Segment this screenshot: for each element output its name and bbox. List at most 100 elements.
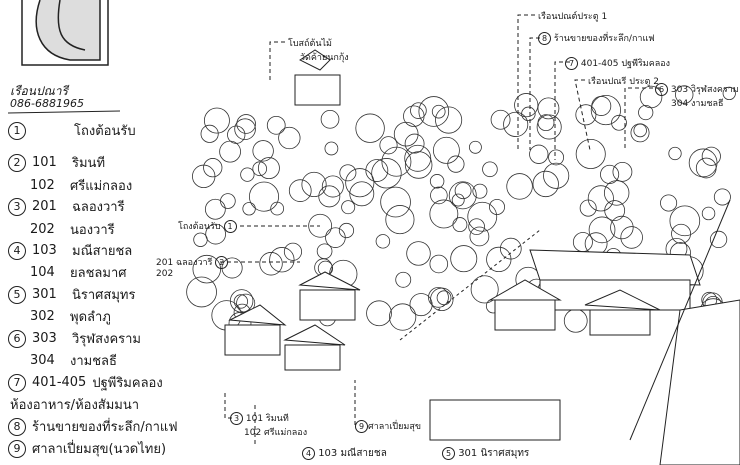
room-code: 304 (30, 353, 55, 368)
tree-icon (355, 113, 385, 143)
tree-icon (380, 186, 411, 218)
marker-circle: 2 (215, 256, 229, 269)
tree-icon (543, 162, 570, 189)
marker-circle: 5 (8, 285, 26, 304)
room-code: 102 (30, 178, 55, 193)
tree-icon (220, 193, 236, 209)
tree-icon (572, 232, 593, 253)
label-text: โถงต้อนรับ (178, 222, 221, 232)
tree-icon (379, 136, 398, 155)
tree-icon (472, 183, 488, 199)
tree-icon (283, 242, 303, 261)
marker-circle: 5 (442, 447, 455, 460)
tree-icon (393, 121, 419, 147)
tree-icon (388, 303, 417, 331)
label-temple-line1: โบสถ์ต้นไม้ (288, 39, 332, 49)
tree-icon (701, 146, 721, 166)
label-riverside: 7 401-405 ปฐพีริมคลอง (565, 56, 670, 70)
label-text: 201 ฉลองวารี (156, 258, 213, 268)
tree-icon (630, 123, 650, 143)
tree-icon (203, 107, 230, 134)
tree-icon (203, 158, 223, 178)
room-code: 103 (32, 243, 57, 258)
tree-icon (612, 161, 633, 182)
tree-icon (205, 223, 226, 245)
legend-name: โถงต้อนรับ (74, 124, 136, 139)
tree-icon (489, 198, 505, 215)
tree-icon (604, 200, 626, 221)
label-text: ร้านขายของที่ระลึก/กาแฟ (553, 34, 655, 44)
tree-icon (482, 161, 498, 178)
label-temple-line2: วัดค้ายนกกุ้ง (300, 53, 349, 63)
tree-icon (529, 144, 549, 164)
tree-icon (722, 86, 736, 101)
tree-icon (320, 109, 340, 129)
tree-icon (588, 216, 616, 244)
tree-icon (257, 157, 280, 180)
tree-icon (709, 230, 728, 249)
tree-icon (240, 167, 255, 182)
legend-name: ริมนที (72, 156, 106, 171)
tree-icon (591, 96, 612, 116)
tree-icon (252, 161, 268, 177)
tree-icon (660, 194, 678, 212)
label-text: 304 งามชลธี (671, 99, 724, 109)
label-text: ศาลาเปี่ยมสุข (368, 422, 421, 432)
tree-icon (249, 181, 280, 212)
tree-icon (236, 114, 256, 134)
legend-name: ศรีแม่กลอง (70, 179, 133, 194)
marker-circle: 3 (230, 412, 243, 425)
tree-icon (186, 276, 217, 308)
marker-circle: 7 (565, 57, 578, 70)
tree-icon (536, 114, 562, 140)
tree-icon (620, 226, 643, 249)
tree-icon (600, 164, 620, 184)
tree-icon (324, 141, 339, 156)
tree-icon (338, 222, 355, 239)
label-rooms4: 4 103 มณีสายชล (300, 447, 389, 460)
tree-icon (339, 164, 357, 182)
room-code: 401-405 (32, 375, 87, 390)
tree-icon (486, 246, 512, 273)
legend-name: นองวารี (70, 223, 115, 238)
tree-icon (701, 206, 716, 221)
tree-icon (321, 175, 344, 198)
marker-circle: 4 (302, 447, 315, 460)
tree-icon (429, 199, 459, 229)
label-shop: 8 ร้านขายของที่ระลึก/กาแฟ (538, 31, 655, 45)
tree-icon (404, 133, 425, 154)
leader-lines (220, 14, 660, 445)
legend-name: ร้านขายของที่ระลึก/กาแฟ (32, 420, 178, 435)
tree-icon (301, 171, 327, 198)
tree-icon (436, 290, 452, 306)
tree-icon (385, 205, 415, 235)
tree-icon (668, 146, 682, 161)
tree-icon (695, 157, 717, 179)
tree-icon (266, 115, 286, 135)
tree-icon (514, 93, 539, 118)
tree-icon (406, 241, 431, 266)
tree-icon (349, 181, 375, 207)
label-lobby: โถงต้อนรับ 1 (178, 219, 237, 233)
legend-name: ห้องอาหาร/ห้องสัมมนา (10, 398, 140, 413)
legend-divider (7, 110, 121, 114)
label-text: 101 ริมนที (245, 414, 289, 424)
tree-icon (432, 136, 460, 164)
marker-circle: 8 (8, 417, 26, 436)
tree-icon (204, 198, 226, 220)
tree-icon (638, 104, 654, 121)
label-text: 202 (156, 269, 174, 279)
tree-icon (259, 252, 283, 276)
legend-item-8: 8 ร้านขายของที่ระลึก/กาแฟ (8, 416, 178, 437)
tree-icon (603, 180, 630, 206)
